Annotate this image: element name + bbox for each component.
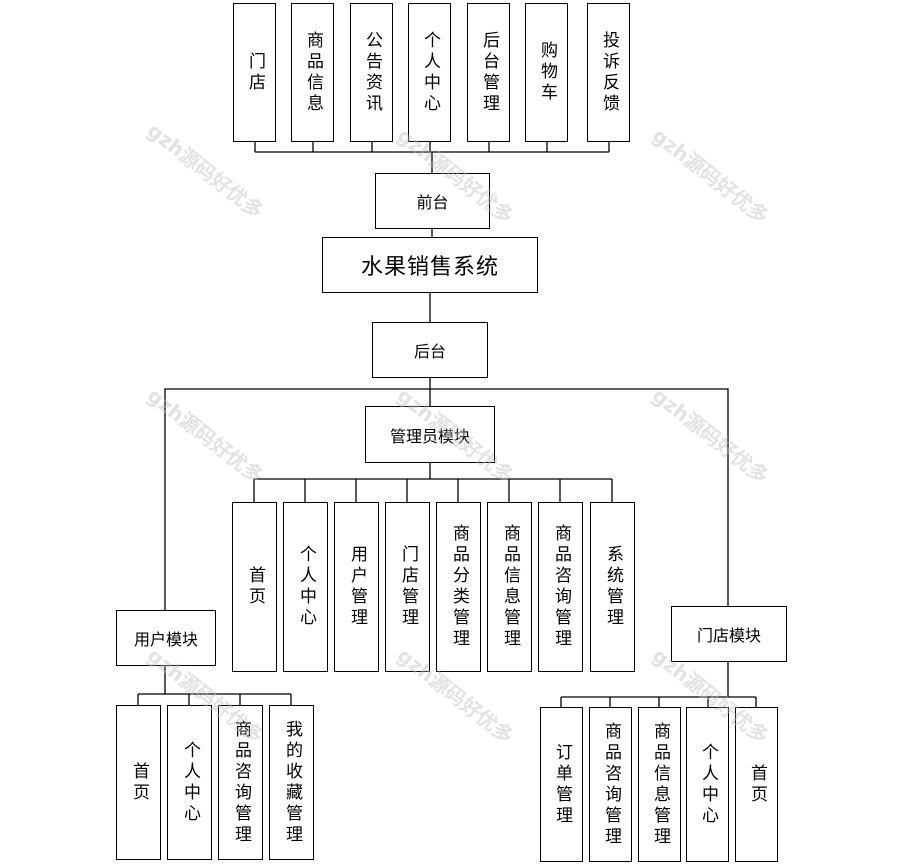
store-item-product-info-management: 商品信息管理	[638, 707, 681, 862]
user-item-consultation-management: 商品咨询管理	[218, 705, 263, 860]
front-items-connector	[254, 142, 610, 173]
admin-item-user-management: 用户管理	[334, 502, 379, 672]
admin-module-node: 管理员模块	[365, 406, 495, 463]
front-item-cart: 购物车	[525, 3, 568, 142]
user-items-connector	[137, 666, 292, 705]
admin-item-consultation-management: 商品咨询管理	[538, 502, 583, 672]
store-item-home: 首页	[735, 707, 778, 862]
admin-item-personal-center: 个人中心	[283, 502, 328, 672]
store-item-personal-center: 个人中心	[686, 707, 729, 862]
store-item-order-management: 订单管理	[540, 707, 583, 862]
front-item-product-info: 商品信息	[291, 3, 334, 142]
store-item-consultation-management: 商品咨询管理	[589, 707, 632, 862]
admin-item-category-management: 商品分类管理	[436, 502, 481, 672]
front-item-store: 门店	[233, 3, 276, 142]
back-node: 后台	[372, 322, 488, 378]
user-item-favorites-management: 我的收藏管理	[269, 705, 314, 860]
front-item-personal-center: 个人中心	[408, 3, 451, 142]
admin-items-connector	[253, 463, 613, 502]
admin-item-store-management: 门店管理	[385, 502, 430, 672]
user-item-home: 首页	[116, 705, 161, 860]
store-module-node: 门店模块	[671, 606, 787, 662]
user-module-node: 用户模块	[116, 610, 216, 666]
front-item-announcements: 公告资讯	[350, 3, 393, 142]
system-title-node: 水果销售系统	[322, 237, 538, 293]
front-item-feedback: 投诉反馈	[587, 3, 630, 142]
admin-item-system-management: 系统管理	[590, 502, 635, 672]
back-modules-connector	[164, 378, 729, 610]
user-item-personal-center: 个人中心	[167, 705, 212, 860]
front-item-backend-admin: 后台管理	[467, 3, 510, 142]
front-node: 前台	[375, 173, 490, 229]
admin-item-product-info-management: 商品信息管理	[487, 502, 532, 672]
admin-item-home: 首页	[232, 502, 277, 672]
store-items-connector	[560, 662, 757, 707]
